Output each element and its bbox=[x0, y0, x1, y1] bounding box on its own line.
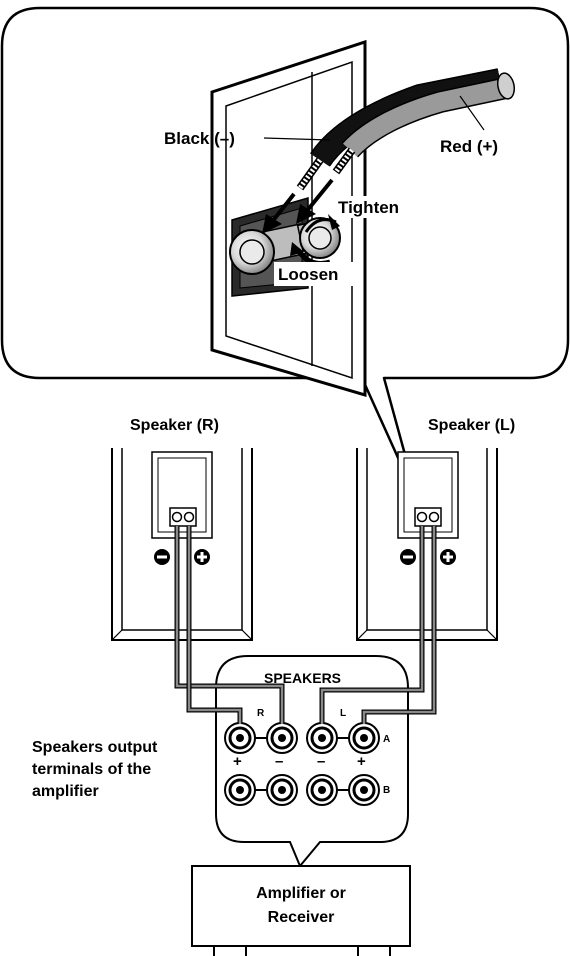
insert-arrow-black bbox=[262, 192, 296, 234]
label-channel-r: R bbox=[257, 708, 265, 719]
tighten-label-bg bbox=[334, 196, 414, 218]
label-red-wire: Red (+) bbox=[440, 137, 498, 156]
label-r-plus: + bbox=[233, 753, 242, 770]
wire-right-minus bbox=[174, 526, 285, 724]
terminal-b-l-minus bbox=[306, 774, 338, 806]
amplifier-box bbox=[191, 865, 411, 956]
speaker-right bbox=[111, 448, 253, 641]
speakers-terminal-panel bbox=[215, 655, 409, 868]
terminal-b-l-plus bbox=[348, 774, 380, 806]
label-amp-line2: Receiver bbox=[268, 909, 335, 926]
leader-red bbox=[459, 95, 485, 131]
wire-right-plus bbox=[186, 526, 243, 724]
label-row-a: A bbox=[383, 734, 390, 745]
label-speakers-panel: SPEAKERS bbox=[264, 670, 341, 686]
terminal-a-l-minus bbox=[306, 722, 338, 754]
label-amp-line1: Amplifier or bbox=[256, 885, 346, 902]
label-loosen: Loosen bbox=[278, 265, 338, 284]
terminal-b-r-minus bbox=[266, 774, 298, 806]
terminal-a-r-minus bbox=[266, 722, 298, 754]
label-l-plus: + bbox=[357, 753, 366, 770]
insert-arrow-red bbox=[296, 178, 334, 224]
label-row-b: B bbox=[383, 785, 390, 796]
wire-left-plus bbox=[361, 526, 437, 724]
label-output-line2: terminals of the bbox=[32, 761, 151, 778]
label-black-wire: Black (–) bbox=[164, 129, 235, 148]
tighten-arrow bbox=[304, 214, 340, 233]
label-l-minus: – bbox=[317, 753, 325, 770]
leader-black bbox=[263, 137, 331, 141]
label-speaker-right: Speaker (R) bbox=[130, 417, 219, 434]
terminal-plate bbox=[210, 39, 367, 398]
speaker-right-minus-icon bbox=[154, 549, 170, 565]
label-speaker-left: Speaker (L) bbox=[428, 417, 515, 434]
speaker-right-plus-icon bbox=[194, 549, 210, 565]
wire-left-minus bbox=[319, 526, 425, 724]
speaker-left bbox=[356, 448, 498, 641]
label-tighten: Tighten bbox=[338, 198, 399, 217]
loosen-label-bg bbox=[274, 262, 356, 286]
terminal-a-r-plus bbox=[224, 722, 256, 754]
speaker-left-plus-icon bbox=[440, 549, 456, 565]
speaker-left-minus-icon bbox=[400, 549, 416, 565]
terminal-a-l-plus bbox=[348, 722, 380, 754]
speaker-cable bbox=[296, 68, 516, 191]
label-output-line3: amplifier bbox=[32, 783, 99, 800]
terminal-b-r-plus bbox=[224, 774, 256, 806]
label-r-minus: – bbox=[275, 753, 283, 770]
label-channel-l: L bbox=[340, 708, 346, 719]
label-output-line1: Speakers output bbox=[32, 739, 158, 756]
